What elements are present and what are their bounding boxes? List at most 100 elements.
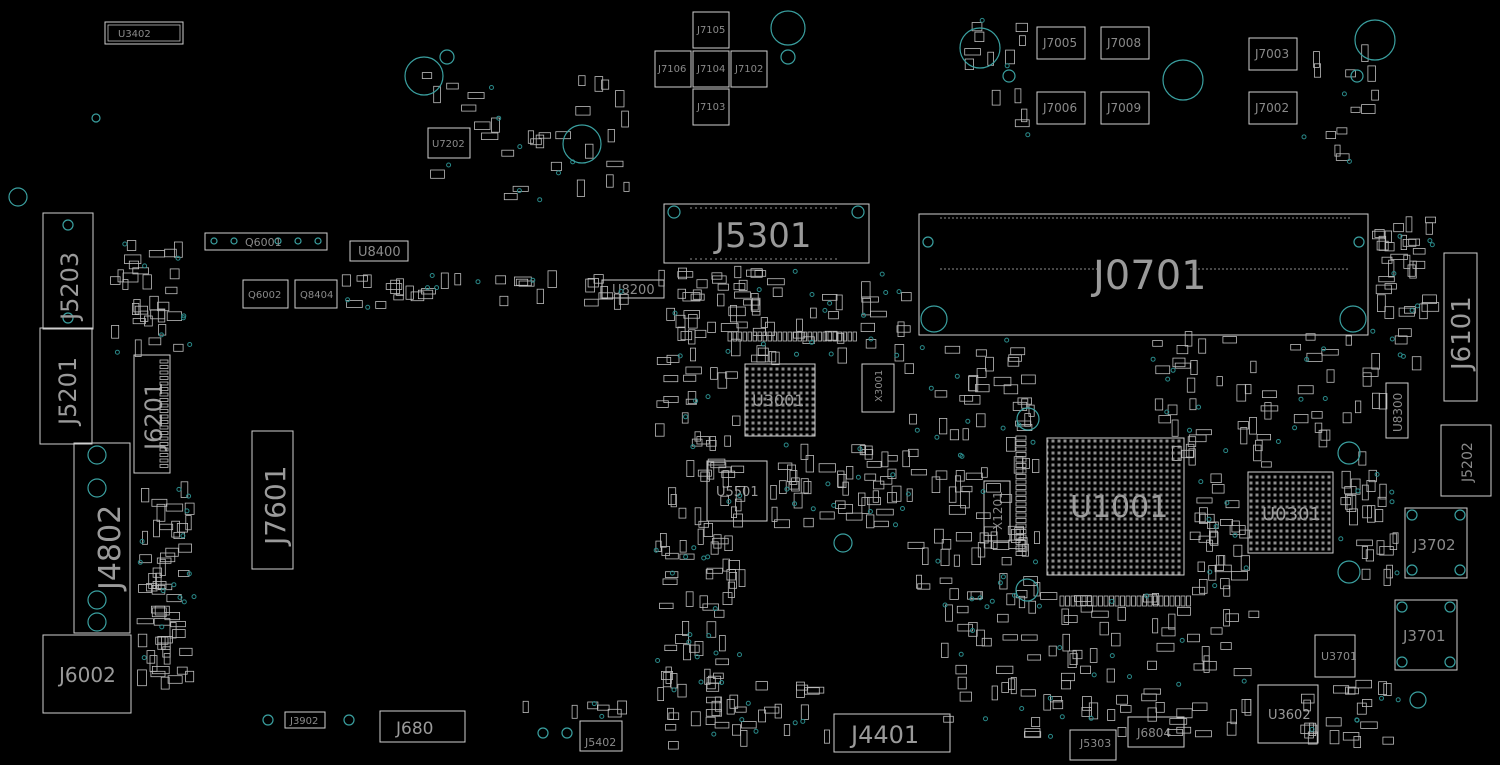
smd-pad [721, 470, 736, 478]
smd-pad [1389, 533, 1398, 551]
via [186, 571, 192, 577]
smd-pad [1404, 306, 1416, 314]
smd-pad [685, 398, 697, 405]
smd-pad [908, 448, 919, 457]
via [556, 170, 561, 176]
smd-pad [1222, 336, 1237, 344]
smd-pad [597, 704, 610, 711]
smd-pad [518, 280, 535, 287]
connector-u3402: U3402 [104, 21, 184, 45]
smd-pad [150, 309, 166, 320]
smd-pad [576, 179, 585, 197]
chip-u3701: U3701 [1314, 634, 1357, 678]
smd-pad [1023, 576, 1038, 586]
label-j7105: J7105 [696, 25, 725, 36]
pin-pad [159, 403, 169, 408]
via [1164, 409, 1170, 415]
via [1165, 376, 1171, 382]
smd-pad [985, 356, 994, 372]
smd-pad [1143, 593, 1158, 603]
smd-pad [1386, 564, 1393, 579]
via [1000, 425, 1006, 431]
via [1346, 158, 1352, 164]
label-q8404: Q8404 [300, 290, 333, 301]
smd-pad [430, 169, 445, 179]
pin-pad [1015, 446, 1027, 452]
smd-pad [1311, 411, 1323, 419]
smd-pad [491, 117, 500, 133]
smd-pad [607, 708, 622, 718]
smd-pad [1261, 461, 1272, 468]
via [1370, 328, 1376, 334]
smd-pad [975, 349, 987, 357]
smd-pad [1355, 679, 1373, 689]
smd-pad [686, 460, 695, 478]
smd-pad [1027, 654, 1041, 661]
smd-pad [571, 704, 578, 719]
smd-pad [741, 721, 757, 729]
smd-pad [949, 429, 959, 441]
smd-pad [935, 470, 948, 480]
smd-pad [1031, 717, 1041, 728]
smd-pad [777, 462, 793, 470]
via [1213, 523, 1219, 529]
smd-pad [173, 241, 183, 258]
smd-pad [1303, 699, 1311, 712]
pin-pad [159, 409, 169, 413]
smd-pad [941, 642, 949, 658]
via [970, 628, 975, 633]
smd-pad [1192, 586, 1206, 596]
via [142, 263, 148, 269]
label-j7104: J7104 [696, 64, 725, 75]
smd-pad [157, 636, 166, 650]
smd-pad [663, 375, 679, 383]
label-j5202: J5202 [1460, 442, 1476, 483]
smd-pad [1021, 634, 1038, 641]
smd-pad [735, 706, 747, 713]
smd-pad [538, 132, 551, 139]
smd-pad [720, 495, 729, 506]
smd-pad [909, 413, 917, 425]
smd-pad [964, 48, 981, 56]
via [1379, 695, 1384, 701]
smd-pad [977, 542, 986, 558]
smd-pad [864, 445, 873, 460]
via [1409, 307, 1415, 313]
pin-pad [1103, 595, 1109, 607]
smd-pad [122, 279, 129, 290]
smd-pad [159, 523, 174, 531]
smd-pad [917, 583, 931, 590]
smd-pad [1383, 568, 1391, 586]
smd-pad [461, 104, 477, 112]
smd-pad [1015, 22, 1028, 32]
smd-pad [764, 706, 780, 714]
via [683, 554, 689, 560]
via [954, 373, 960, 379]
via [983, 716, 988, 722]
smd-pad [683, 374, 697, 382]
smd-pad [993, 376, 1012, 387]
label-j3702: J3702 [1412, 536, 1456, 554]
smd-pad [1371, 352, 1380, 370]
smd-pad [1006, 593, 1016, 606]
smd-pad [1382, 736, 1394, 745]
smd-pad [991, 89, 1001, 106]
via [1389, 336, 1395, 342]
smd-pad [1202, 661, 1217, 671]
pin-pad [1015, 479, 1027, 485]
smd-pad [1377, 294, 1386, 312]
smd-pad [1010, 347, 1026, 356]
smd-pad [585, 143, 594, 159]
via [1243, 565, 1249, 571]
smd-pad [1167, 729, 1183, 737]
via [809, 339, 815, 345]
smd-pad [1069, 653, 1078, 666]
smd-pad [949, 588, 959, 600]
smd-pad [682, 621, 690, 636]
via [1427, 238, 1433, 244]
pin-pad [1015, 529, 1027, 534]
smd-pad [1001, 557, 1012, 566]
smd-pad [728, 306, 746, 317]
pin-pad [757, 331, 762, 342]
smd-pad [713, 534, 722, 549]
